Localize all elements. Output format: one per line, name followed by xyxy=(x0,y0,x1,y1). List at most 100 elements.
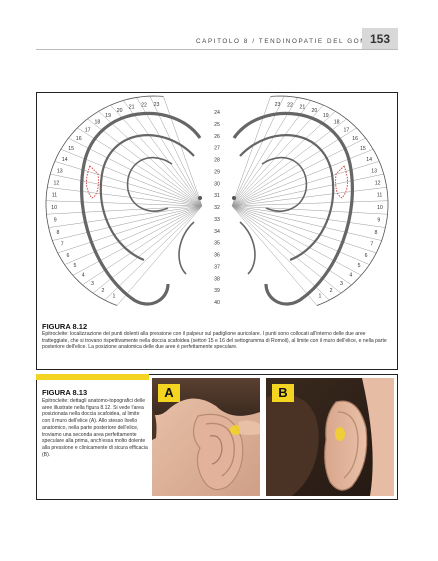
right-rim-number: 17 xyxy=(344,127,350,133)
right-sector-line xyxy=(231,200,388,207)
left-rim-number: 3 xyxy=(91,281,94,287)
left-sector-line xyxy=(77,127,203,207)
right-sector-line xyxy=(231,205,330,301)
left-rim-number: 19 xyxy=(105,113,111,119)
left-rim-number: 16 xyxy=(76,136,82,142)
left-sectogram-outline xyxy=(45,95,164,306)
left-rim-number: 10 xyxy=(51,205,57,211)
center-number: 32 xyxy=(214,205,220,211)
right-sector-line xyxy=(231,205,377,254)
left-sector-line xyxy=(64,205,203,265)
right-sector-line xyxy=(231,96,271,207)
right-hub-point xyxy=(232,196,236,200)
right-rim-number: 11 xyxy=(377,193,382,199)
right-sector-line xyxy=(231,100,311,207)
right-rim-number: 1 xyxy=(319,294,322,300)
right-sector-line xyxy=(231,205,362,276)
left-sector-line xyxy=(52,205,203,241)
right-antihelix xyxy=(239,134,335,262)
right-rim-number: 4 xyxy=(349,273,352,279)
right-rim-number: 23 xyxy=(275,102,281,108)
right-rim-number: 15 xyxy=(360,146,366,152)
left-antihelix xyxy=(99,134,195,262)
photo-a-label: A xyxy=(158,384,180,402)
right-sector-line xyxy=(231,118,347,207)
right-rim-number: 5 xyxy=(358,263,361,269)
center-number: 37 xyxy=(214,264,220,270)
left-rim-number: 18 xyxy=(95,120,101,126)
left-sector-line xyxy=(123,100,203,207)
right-sector-line xyxy=(231,205,370,265)
left-rim-number: 22 xyxy=(141,103,147,109)
left-sector-line xyxy=(48,205,203,228)
right-rim-number: 6 xyxy=(365,253,368,259)
right-rim-number: 2 xyxy=(330,288,333,294)
right-sector-line xyxy=(231,97,298,207)
left-helix xyxy=(79,111,202,306)
left-rim-number: 6 xyxy=(66,253,69,259)
left-rim-number: 21 xyxy=(129,105,135,111)
right-tragus xyxy=(239,221,256,275)
center-number: 39 xyxy=(214,288,220,294)
right-rim-number: 22 xyxy=(287,103,293,109)
left-rim-number: 14 xyxy=(62,157,68,163)
center-number: 35 xyxy=(214,241,220,247)
left-dashed-area xyxy=(86,165,99,199)
figure-13-accent-bar xyxy=(36,374,149,380)
center-number: 33 xyxy=(214,217,220,223)
right-sector-line xyxy=(231,205,386,228)
left-rim-number: 15 xyxy=(68,146,74,152)
right-rim-number: 14 xyxy=(366,157,372,163)
right-rim-number: 20 xyxy=(312,108,318,114)
right-rim-number: 8 xyxy=(375,230,378,236)
figure-13-caption: Epitrocleite: dettagli anatomo-topografi… xyxy=(42,398,148,458)
figure-13-frame xyxy=(36,374,398,500)
center-number: 34 xyxy=(214,229,220,235)
left-sector-line xyxy=(50,173,203,207)
right-rim-number: 9 xyxy=(377,218,380,224)
right-rim-number: 7 xyxy=(370,242,373,248)
left-sector-line xyxy=(54,161,203,207)
right-sector-line xyxy=(231,205,388,215)
left-sector-line xyxy=(47,187,203,207)
left-rim-number: 23 xyxy=(154,102,160,108)
left-concha xyxy=(126,156,173,212)
left-rim-number: 7 xyxy=(61,242,64,248)
center-number: 30 xyxy=(214,181,220,187)
center-number: 31 xyxy=(214,193,220,199)
right-rim-number: 16 xyxy=(352,136,358,142)
left-sector-line xyxy=(98,111,203,207)
left-sector-line xyxy=(116,205,203,306)
header-divider xyxy=(36,49,398,50)
left-sector-line xyxy=(46,200,203,207)
left-rim-number: 13 xyxy=(57,168,63,174)
left-sector-line xyxy=(57,205,203,254)
photo-b-label: B xyxy=(272,384,294,402)
figure-12-title: FIGURA 8.12 xyxy=(42,322,88,331)
left-rim-number: 17 xyxy=(85,127,91,133)
figure-13-title: FIGURA 8.13 xyxy=(42,388,88,397)
right-sector-line xyxy=(231,161,380,207)
left-rim-number: 12 xyxy=(54,180,60,186)
figure-12-caption: Epitrocleite: localizzazione dei punti d… xyxy=(42,331,387,351)
center-number: 26 xyxy=(214,134,220,140)
left-hub-point xyxy=(198,196,202,200)
left-rim-number: 1 xyxy=(113,294,116,300)
right-sector-line xyxy=(231,137,366,207)
center-number: 38 xyxy=(214,276,220,282)
left-sector-line xyxy=(87,118,203,207)
center-number: 25 xyxy=(214,122,220,128)
center-number: 24 xyxy=(214,110,220,116)
left-rim-number: 4 xyxy=(82,273,85,279)
page-number: 153 xyxy=(362,28,398,50)
center-number: 27 xyxy=(214,146,220,152)
center-number: 28 xyxy=(214,158,220,164)
left-rim-number: 8 xyxy=(57,230,60,236)
left-rim-number: 11 xyxy=(52,193,57,199)
left-sector-line xyxy=(72,205,203,276)
right-rim-number: 19 xyxy=(323,113,329,119)
right-sector-line xyxy=(231,104,324,207)
right-sector-line xyxy=(231,205,352,286)
left-rim-number: 9 xyxy=(54,218,57,224)
